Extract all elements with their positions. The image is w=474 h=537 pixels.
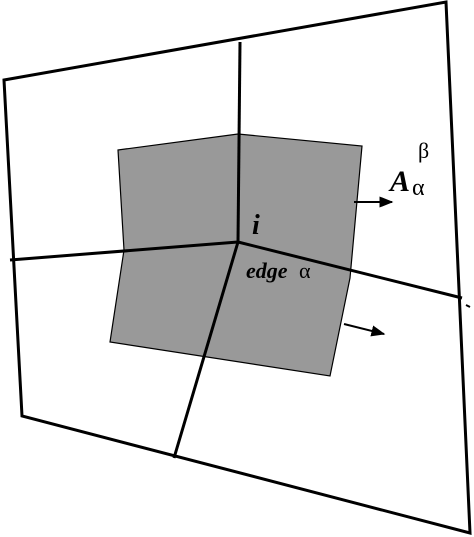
vector-label-superscript: β xyxy=(418,138,429,163)
vector-label-subscript: α xyxy=(412,175,425,201)
mesh-edge-left xyxy=(9,240,239,262)
edge-label-symbol: α xyxy=(299,258,311,283)
edge-label-word: edge xyxy=(246,258,288,283)
normal-arrow-lower xyxy=(343,323,386,337)
node-label-i: i xyxy=(252,210,260,241)
control-volume-face xyxy=(109,133,363,377)
vector-label-main: A xyxy=(388,165,410,198)
border-tick-mark xyxy=(465,304,471,308)
edge-label: edge α xyxy=(246,258,311,283)
mesh-edge-bottom xyxy=(172,241,240,459)
mesh-edge-top xyxy=(236,41,242,243)
mesh-edge-alpha xyxy=(237,240,463,300)
